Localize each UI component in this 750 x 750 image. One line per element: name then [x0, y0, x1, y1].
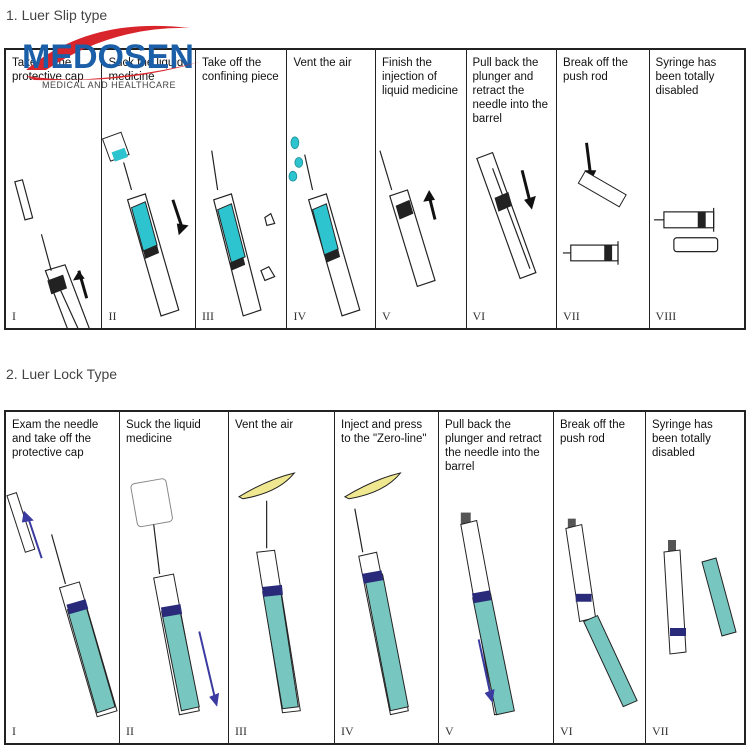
- syringe-illustration: [653, 207, 718, 253]
- step-numeral: VII: [563, 309, 580, 323]
- syringe-illustration: [565, 518, 638, 708]
- step-caption: Pull back the plunger and retract the ne…: [445, 419, 542, 473]
- step-caption: Inject and press to the "Zero-line": [341, 419, 427, 445]
- syringe-illustration: [14, 179, 90, 328]
- step-caption: Vent the air: [235, 419, 294, 431]
- step-numeral: VI: [560, 724, 573, 738]
- step-numeral: I: [12, 309, 16, 323]
- section-title-luer-lock: 2. Luer Lock Type: [6, 366, 118, 382]
- syringe-illustration: [289, 136, 361, 317]
- step-numeral: IV: [293, 309, 307, 323]
- syringe-illustration: [102, 131, 190, 317]
- step-caption: Pull back the plunger and retract the ne…: [472, 57, 548, 125]
- logo-mark: MEDOSEN: [22, 25, 200, 81]
- step-numeral: III: [235, 724, 247, 738]
- step-caption: Syringe has been totally disabled: [652, 419, 713, 459]
- step-numeral: V: [445, 724, 454, 738]
- step-caption: Syringe has been totally disabled: [655, 57, 717, 97]
- luer-lock-panel-1: Exam the needle and take off the protect…: [6, 412, 120, 743]
- step-caption: Exam the needle and take off the protect…: [12, 419, 99, 459]
- step-caption: Break off the push rod: [563, 57, 629, 83]
- syringe-illustration: [130, 478, 220, 716]
- step-numeral: VIII: [655, 309, 677, 323]
- step-numeral: VII: [652, 724, 669, 738]
- syringe-illustration: [379, 150, 437, 288]
- step-numeral: I: [12, 724, 16, 738]
- luer-slip-panel-5: Finish the injection of liquid medicine …: [376, 50, 467, 328]
- medosen-logo: MEDOSEN MEDICAL AND HEALTHCARE: [20, 22, 210, 94]
- step-numeral: V: [382, 309, 391, 323]
- syringe-illustration: [6, 492, 118, 718]
- syringe-illustration: [475, 151, 537, 280]
- step-numeral: IV: [341, 724, 354, 738]
- luer-slip-panel-4: Vent the air IV: [287, 50, 376, 328]
- luer-lock-strip: Exam the needle and take off the protect…: [4, 410, 746, 745]
- syringe-illustration: [343, 472, 409, 716]
- logo-tagline: MEDICAL AND HEALTHCARE: [42, 80, 177, 90]
- syringe-illustration: [562, 142, 627, 265]
- luer-slip-panel-6: Pull back the plunger and retract the ne…: [467, 50, 558, 328]
- luer-lock-panel-2: Suck the liquid medicine II: [120, 412, 229, 743]
- step-numeral: II: [108, 309, 117, 323]
- step-caption: Suck the liquid medicine: [126, 419, 201, 445]
- luer-lock-panel-5: Pull back the plunger and retract the ne…: [439, 412, 554, 743]
- luer-lock-panel-4: Inject and press to the "Zero-line" IV: [335, 412, 439, 743]
- luer-slip-panel-8: Syringe has been totally disabled VIII: [650, 50, 744, 328]
- step-caption: Take off the confining piece: [201, 57, 279, 83]
- syringe-illustration: [211, 150, 276, 317]
- syringe-illustration: [663, 540, 737, 655]
- step-numeral: III: [201, 309, 214, 323]
- luer-slip-strip: Take off the protective cap I Suck the l…: [4, 48, 746, 330]
- luer-slip-panel-3: Take off the confining piece III: [196, 50, 288, 328]
- step-caption: Break off the push rod: [560, 419, 625, 445]
- luer-lock-panel-7: Syringe has been totally disabled VII: [646, 412, 744, 743]
- step-caption: Vent the air: [293, 57, 352, 69]
- step-numeral: VI: [472, 309, 486, 323]
- step-numeral: II: [126, 724, 134, 738]
- luer-slip-panel-7: Break off the push rod VII: [557, 50, 650, 328]
- luer-lock-panel-6: Break off the push rod VI: [554, 412, 646, 743]
- syringe-illustration: [460, 512, 515, 716]
- logo-brand-text: MEDOSEN: [22, 38, 194, 76]
- step-caption: Finish the injection of liquid medicine: [382, 57, 459, 97]
- syringe-illustration: [237, 472, 301, 714]
- luer-lock-panel-3: Vent the air III: [229, 412, 335, 743]
- section-title-luer-slip: 1. Luer Slip type: [6, 7, 108, 23]
